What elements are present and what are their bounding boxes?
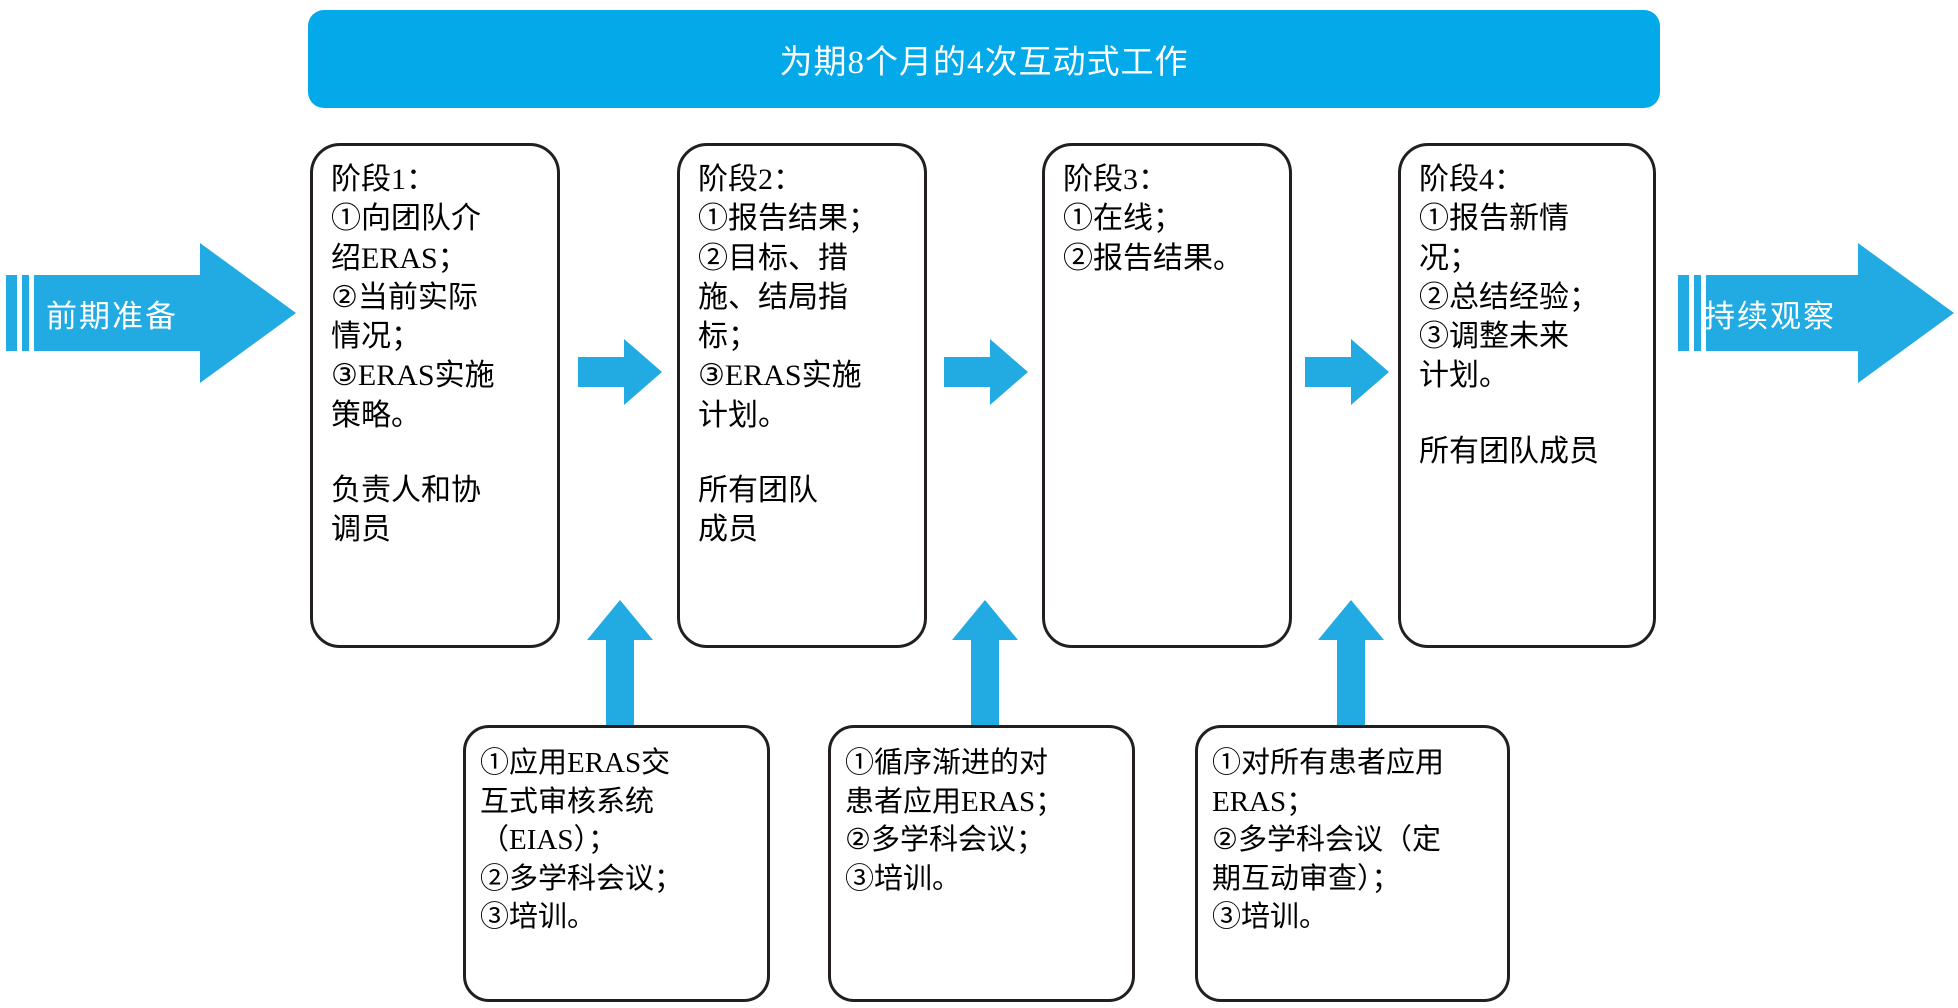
phase-4-body: 阶段4： ①报告新情 况； ②总结经验； ③调整未来 计划。 bbox=[1419, 163, 1599, 393]
connector-arrow-phase1-phase2 bbox=[578, 337, 662, 407]
action-1-body: ①应用ERAS交 互式审核系统 （EIAS）； ②多学科会议； ③培训。 bbox=[480, 747, 684, 934]
right-arrow-icon bbox=[1305, 339, 1389, 405]
banner-title: 为期8个月的4次互动式工作 bbox=[779, 45, 1189, 81]
right-arrow-shape bbox=[1678, 243, 1954, 383]
phase-1-owner: 负责人和协 调员 bbox=[331, 474, 481, 547]
connector-arrow-action2-phase2 bbox=[952, 600, 1018, 730]
phase-2-body: 阶段2： ①报告结果； ②目标、措 施、结局指 标； ③ERAS实施 计划。 bbox=[698, 163, 878, 432]
up-arrow-icon bbox=[587, 600, 653, 730]
connector-arrow-phase3-phase4 bbox=[1305, 337, 1389, 407]
phase-3-body: 阶段3： ①在线； ②报告结果。 bbox=[1063, 163, 1243, 275]
up-arrow-icon bbox=[952, 600, 1018, 730]
left-stage-arrow: 前期准备 bbox=[0, 243, 300, 383]
phase-4-owner: 所有团队成员 bbox=[1419, 434, 1599, 468]
phase-box-4: 阶段4： ①报告新情 况； ②总结经验； ③调整未来 计划。 所有团队成员 bbox=[1398, 143, 1656, 648]
connector-arrow-action3-phase3 bbox=[1318, 600, 1384, 730]
up-arrow-icon bbox=[1318, 600, 1384, 730]
action-box-1: ①应用ERAS交 互式审核系统 （EIAS）； ②多学科会议； ③培训。 bbox=[463, 725, 770, 1002]
right-arrow-icon bbox=[578, 339, 662, 405]
phase-1-body: 阶段1： ①向团队介 绍ERAS； ②当前实际 情况； ③ERAS实施 策略。 bbox=[331, 163, 495, 432]
action-3-body: ①对所有患者应用 ERAS； ②多学科会议（定 期互动审查）； ③培训。 bbox=[1212, 747, 1445, 934]
action-box-3: ①对所有患者应用 ERAS； ②多学科会议（定 期互动审查）； ③培训。 bbox=[1195, 725, 1510, 1002]
phase-box-2: 阶段2： ①报告结果； ②目标、措 施、结局指 标； ③ERAS实施 计划。 所… bbox=[677, 143, 927, 648]
right-arrow-icon bbox=[944, 339, 1028, 405]
connector-arrow-action1-phase1 bbox=[587, 600, 653, 730]
phase-box-1: 阶段1： ①向团队介 绍ERAS； ②当前实际 情况； ③ERAS实施 策略。 … bbox=[310, 143, 560, 648]
action-2-body: ①循序渐进的对 患者应用ERAS； ②多学科会议； ③培训。 bbox=[845, 747, 1065, 895]
phase-box-3: 阶段3： ①在线； ②报告结果。 bbox=[1042, 143, 1292, 648]
right-stage-arrow: 持续观察 bbox=[1658, 243, 1958, 383]
action-box-2: ①循序渐进的对 患者应用ERAS； ②多学科会议； ③培训。 bbox=[828, 725, 1135, 1002]
connector-arrow-phase2-phase3 bbox=[944, 337, 1028, 407]
phase-2-owner: 所有团队 成员 bbox=[698, 474, 818, 547]
header-banner: 为期8个月的4次互动式工作 bbox=[308, 10, 1660, 108]
left-arrow-shape bbox=[6, 243, 296, 383]
